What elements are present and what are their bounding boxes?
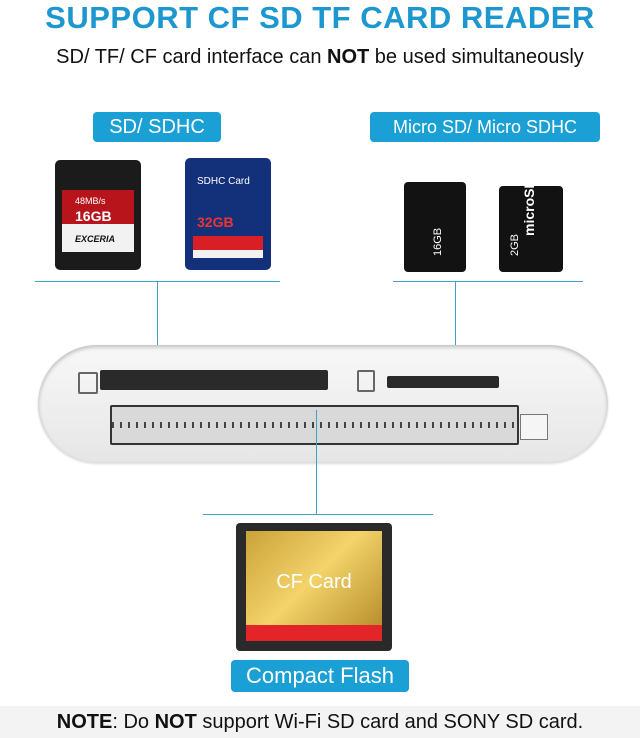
subtitle-pre: SD/ TF/ CF card interface can (56, 46, 328, 68)
sd-slot-icon (78, 372, 98, 394)
cf-card-red-stripe (246, 625, 382, 641)
micro-sd-card-2gb: 2GB microSD (499, 178, 563, 272)
sdhc-card-stripe-white (193, 250, 263, 258)
sd-card-exceria: 48MB/s 16GB EXCERIA (55, 160, 141, 270)
sd-card-speed: 48MB/s (75, 196, 106, 206)
note-lead: NOTE (56, 711, 113, 733)
card-reader-adapter (38, 345, 608, 463)
micro-sd-capacity: 16GB (432, 227, 444, 256)
micro-sd2-capacity: 2GB (509, 233, 521, 256)
cf-slot (110, 405, 519, 445)
sd-card-capacity: 16GB (75, 208, 112, 224)
cf-connector-line-v (316, 410, 317, 514)
note-pre: : Do (112, 711, 155, 733)
sd-card-label (62, 190, 134, 252)
cf-card-text: CF Card (276, 571, 352, 593)
micro-sd-card-16gb: 16GB (404, 182, 466, 272)
note-bar: NOTE: Do NOT support Wi-Fi SD card and S… (0, 706, 640, 738)
sdhc-card-stripe (193, 236, 263, 250)
sd-card-brand: EXCERIA (75, 234, 116, 244)
compact-flash-label: Compact Flash (231, 660, 409, 692)
cf-card-gold-label (246, 531, 382, 625)
micro-connector-line-h (393, 281, 583, 282)
sd-connector-line-v (157, 281, 158, 381)
sd-sdhc-label: SD/ SDHC (93, 112, 221, 142)
cf-connector-line-h (203, 514, 433, 515)
sdhc-card-capacity: 32GB (197, 214, 234, 230)
micro-connector-line-v (455, 281, 456, 383)
note-post: support Wi-Fi SD card and SONY SD card. (196, 711, 584, 733)
micro-sd2-brand: microSD (521, 178, 537, 236)
micro-sd-label: Micro SD/ Micro SDHC (370, 112, 600, 142)
micro-slot-icon (357, 370, 375, 392)
indicator-light (520, 414, 548, 440)
sd-slot (100, 370, 328, 390)
cf-card: CF Card (236, 523, 392, 651)
sdhc-card-type: SDHC Card (197, 176, 250, 187)
micro-sd-slot (387, 376, 499, 388)
subtitle-post: be used simultaneously (369, 46, 584, 68)
subtitle: SD/ TF/ CF card interface can NOT be use… (0, 44, 640, 70)
sdhc-card: SDHC Card 32GB (185, 158, 271, 270)
subtitle-bold: NOT (327, 46, 370, 68)
note-bold: NOT (154, 711, 197, 733)
page-title: SUPPORT CF SD TF CARD READER (45, 0, 595, 35)
